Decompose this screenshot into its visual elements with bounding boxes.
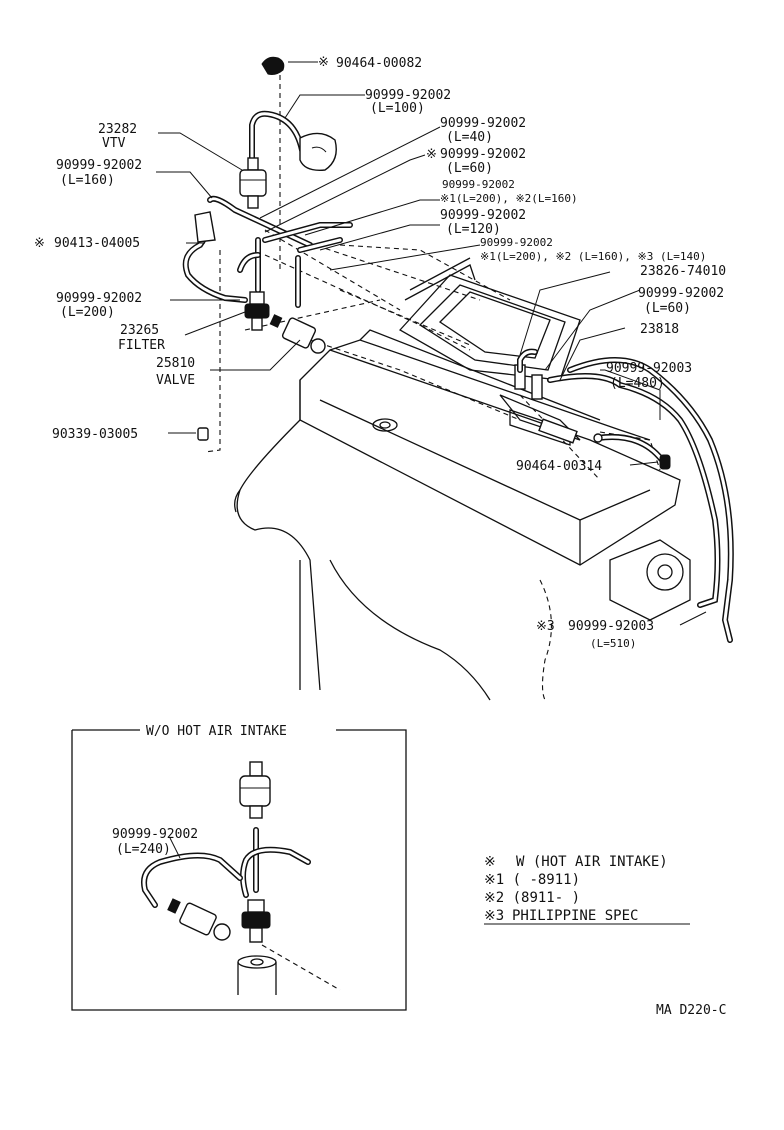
label-l510: (L=510) <box>590 637 636 650</box>
label-90464-00082: 90464-00082 <box>336 56 422 71</box>
legend-row2: ※2 (8911- ) <box>484 890 580 906</box>
label-23826-74010: 23826-74010 <box>640 264 726 279</box>
label-hose-l120: 90999-92002 <box>440 208 526 223</box>
mark-hose-l60a: ※ <box>426 147 437 162</box>
hose-clip-icon <box>659 454 671 470</box>
label-filter: FILTER <box>118 338 165 353</box>
label-l40: (L=40) <box>446 130 493 145</box>
legend-row3: PHILIPPINE SPEC <box>512 908 638 924</box>
label-l200: (L=200) <box>60 305 115 320</box>
label-var2: ※1(L=200), ※2 (L=160), ※3 (L=140) <box>480 250 706 263</box>
label-hose-l100: 90999-92002 <box>365 88 451 103</box>
filter-component <box>244 291 270 331</box>
label-hose-l510: 90999-92003 <box>568 619 654 634</box>
label-l60a: (L=60) <box>446 161 493 176</box>
vsv-valve-component <box>269 314 326 354</box>
inset-part: 90999-92002 <box>112 827 198 842</box>
label-var1: ※1(L=200), ※2(L=160) <box>440 192 578 205</box>
vtv-component <box>239 157 267 209</box>
label-l480: (L=480) <box>610 376 665 391</box>
label-hose-l200: 90999-92002 <box>56 291 142 306</box>
label-hose-l60a: 90999-92002 <box>440 147 526 162</box>
label-90339-03005: 90339-03005 <box>52 427 138 442</box>
label-hose-l60b: 90999-92002 <box>638 286 724 301</box>
label-l160: (L=160) <box>60 173 115 188</box>
inset-length: (L=240) <box>116 842 171 857</box>
inset-box: W/O HOT AIR INTAKE 90999-92002 (L=240) <box>71 724 407 1011</box>
legend-mark3: ※3 <box>484 908 504 924</box>
label-hose-var1: 90999-92002 <box>442 178 515 191</box>
clip-icon <box>261 56 285 75</box>
label-l100: (L=100) <box>370 101 425 116</box>
label-l120: (L=120) <box>446 222 501 237</box>
components <box>194 56 671 470</box>
label-hose-l160: 90999-92002 <box>56 158 142 173</box>
diagram-code: MA D220-C <box>656 1003 726 1018</box>
engine-block <box>234 257 691 701</box>
legend-row0: W (HOT AIR INTAKE) <box>516 854 668 870</box>
label-23282: 23282 <box>98 122 137 137</box>
label-25810: 25810 <box>156 356 195 371</box>
mark-90464-00082: ※ <box>318 55 329 70</box>
mark-90413-04005: ※ <box>34 236 45 251</box>
label-90464-00314: 90464-00314 <box>516 459 602 474</box>
label-vtv: VTV <box>102 136 126 151</box>
label-90413-04005: 90413-04005 <box>54 236 140 251</box>
hose-assembly <box>182 110 734 643</box>
legend-mark0: ※ <box>484 854 496 870</box>
inset-title: W/O HOT AIR INTAKE <box>146 724 287 739</box>
label-hose-l480: 90999-92003 <box>606 361 692 376</box>
label-23265: 23265 <box>120 323 159 338</box>
label-valve: VALVE <box>156 373 195 388</box>
label-hose-var2: 90999-92002 <box>480 236 553 249</box>
leader-lines <box>156 61 707 626</box>
plug-icon <box>197 427 209 441</box>
label-23818: 23818 <box>640 322 679 337</box>
mark3-hose-l510: ※3 <box>536 619 555 634</box>
part-labels: ※ 90464-00082 90999-92002 (L=100) 23282 … <box>34 55 726 650</box>
label-l60b: (L=60) <box>644 301 691 316</box>
legend: ※ W (HOT AIR INTAKE) ※1 ( -8911) ※2 (891… <box>484 854 690 925</box>
label-hose-l40: 90999-92002 <box>440 116 526 131</box>
legend-row1: ※1 ( -8911) <box>484 872 580 888</box>
